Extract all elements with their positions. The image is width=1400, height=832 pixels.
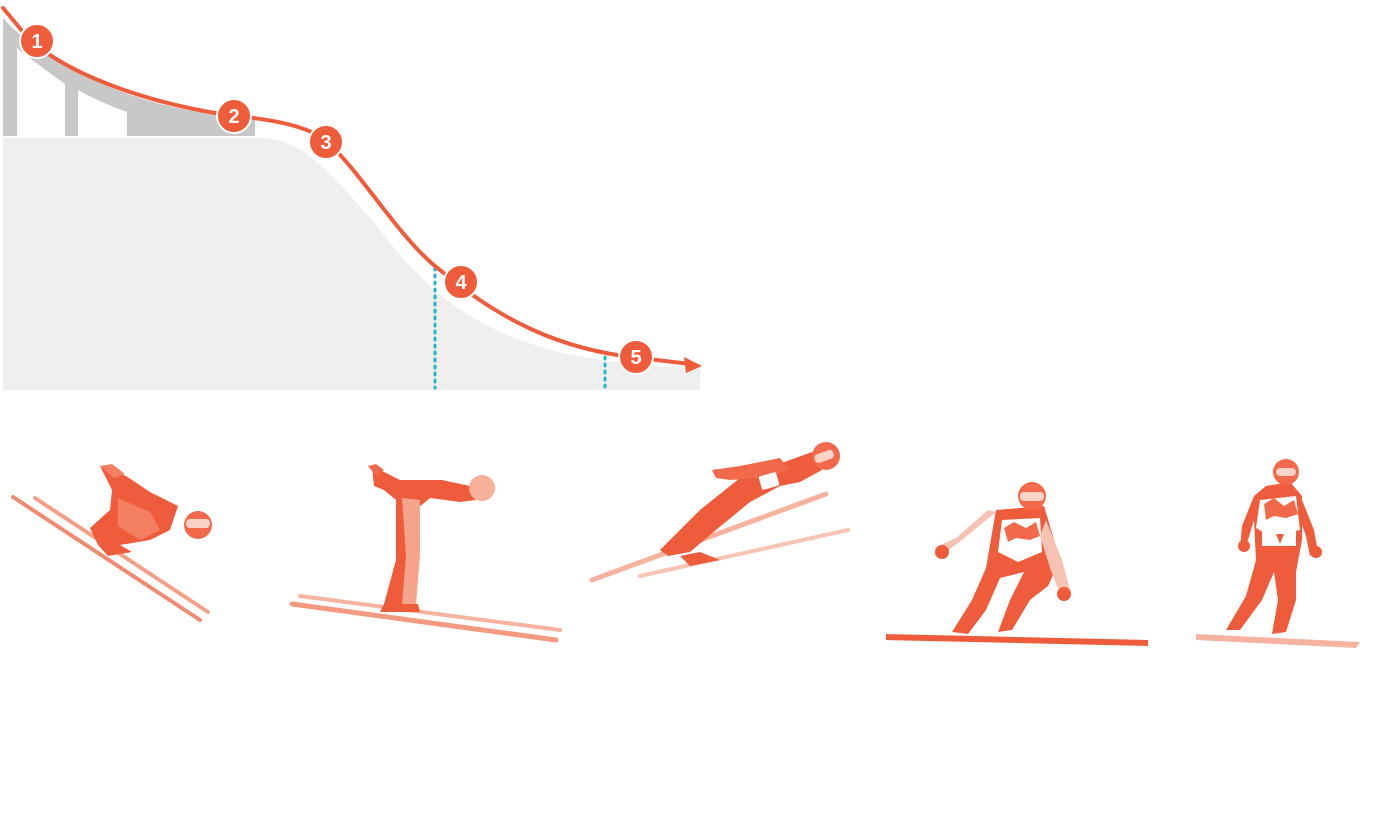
stage-marker-3: 3 [308, 124, 344, 160]
skier-photo-inrun [11, 464, 212, 622]
trajectory-arrowhead [684, 357, 702, 373]
skier-photo-takeoff [289, 464, 562, 643]
stage-marker-label: 1 [31, 31, 42, 53]
stage-marker-5: 5 [618, 339, 654, 375]
inrun-structure [3, 18, 255, 136]
stage-marker-label: 2 [228, 106, 239, 128]
stage-marker-4: 4 [443, 264, 479, 300]
stage-marker-label: 3 [320, 132, 331, 154]
stage-marker-2: 2 [216, 98, 252, 134]
stage-marker-label: 4 [455, 272, 467, 294]
skier-photo-outrun [1196, 459, 1360, 648]
landing-hill [3, 138, 700, 390]
stage-marker-1: 1 [19, 23, 55, 59]
skier-photo-flight [589, 442, 850, 583]
skier-photo-landing [886, 482, 1148, 646]
stage-marker-label: 5 [630, 347, 641, 369]
